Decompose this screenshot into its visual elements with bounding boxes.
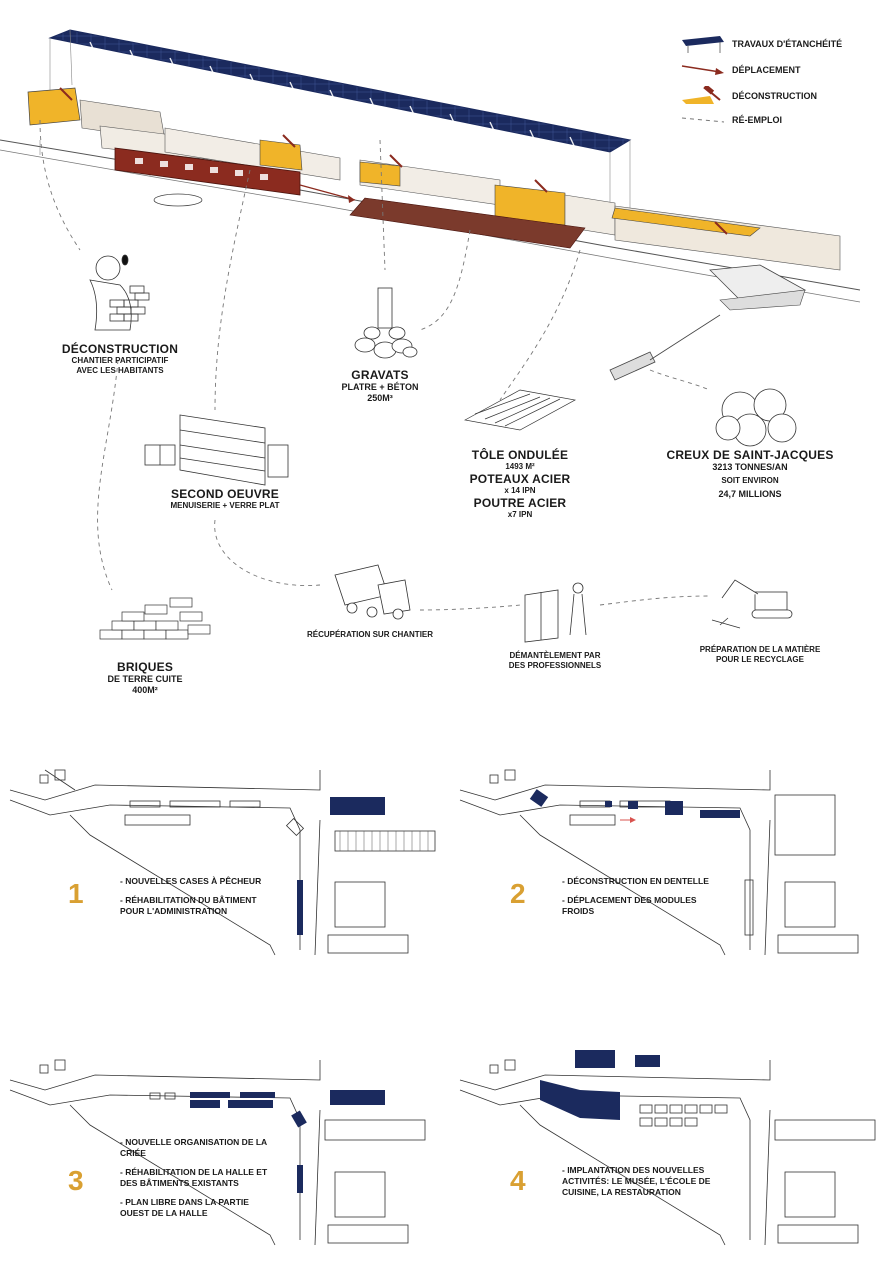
phase-number-1: 1 [68,878,84,909]
gravats-title: GRAVATS [351,368,409,382]
tole-l5: POUTRE ACIER [473,496,567,510]
solar-roof-icon [682,36,724,53]
phase-note: - DÉPLACEMENT DES MODULES FROIDS [562,895,697,916]
phase-notes-2: - DÉCONSTRUCTION EN DENTELLE - DÉPLACEME… [562,876,712,925]
phase-notes-4: - IMPLANTATION DES NOUVELLES ACTIVITÉS: … [562,1165,722,1206]
window-frames-icon [144,414,289,486]
phase-note: - IMPLANTATION DES NOUVELLES ACTIVITÉS: … [562,1165,711,1197]
phase-number-4: 4 [510,1165,526,1196]
tole-l4: x 14 IPN [504,486,536,495]
phase-note: - DÉCONSTRUCTION EN DENTELLE [562,876,709,886]
deconstruction-title: DÉCONSTRUCTION [61,342,179,356]
phase-note: - RÉHABILITATION DU BÂTIMENT POUR L'ADMI… [120,895,257,916]
label-recuperation: RÉCUPÉRATION SUR CHANTIER [300,630,440,640]
deconstruction-sub1: CHANTIER PARTICIPATIF [71,356,169,365]
axonometric-site-drawing [0,29,861,643]
label-demantelement: DÉMANTÈLEMENT PAR DES PROFESSIONNELS [490,651,620,671]
tole-l2: 1493 M² [505,462,535,471]
tole-l6: x7 IPN [507,510,533,519]
legend-label: RÉ-EMPLOI [732,115,783,125]
label-tole: TÔLE ONDULÉE 1493 M² POTEAUX ACIER x 14 … [460,448,580,520]
hall-buildings [164,127,841,271]
displaced-slab [349,197,586,249]
gravats-sub1: PLATRE + BÉTON [341,382,419,392]
legend-label: DÉPLACEMENT [732,65,801,75]
gravats-rubble-icon [354,287,418,359]
saint-jacques-sub3: 24,7 MILLIONS [718,489,782,499]
phase-number-3: 3 [68,1165,84,1196]
phase-plan-2 [459,769,859,956]
dashed-line-icon [681,117,725,123]
preparation-l1: PRÉPARATION DE LA MATIÈRE [699,645,821,654]
label-gravats: GRAVATS PLATRE + BÉTON 250M³ [320,368,440,404]
brick-building [114,147,301,196]
deconstruction-sub2: AVEC LES HABITANTS [76,366,164,375]
phase-note: - NOUVELLES CASES À PÊCHEUR [120,876,262,886]
recuperation-label: RÉCUPÉRATION SUR CHANTIER [306,630,434,639]
brick-pile-icon [99,597,211,640]
label-preparation: PRÉPARATION DE LA MATIÈRE POUR LE RECYCL… [690,645,830,665]
corrugated-sheet-icon [463,389,577,431]
hammer-icon [59,87,728,235]
phase-note: - RÉHABILITATION DE LA HALLE ET DES BÂTI… [120,1167,268,1188]
tole-l3: POTEAUX ACIER [469,472,571,486]
phase-notes-3: - NOUVELLE ORGANISATION DE LA CRIÉE - RÉ… [120,1137,270,1227]
arrow-icon [681,65,724,75]
excavator-icon [711,579,793,629]
second-oeuvre-title: SECOND OEUVRE [171,487,279,501]
preparation-l2: POUR LE RECYCLAGE [715,655,804,664]
phase-plan-1 [9,769,436,956]
legend-item-deconstruction: DÉCONSTRUCTION [680,86,817,106]
saint-jacques-sub2: SOIT ENVIRON [721,476,779,485]
phase-notes-1: - NOUVELLES CASES À PÊCHEUR - RÉHABILITA… [120,876,270,925]
phase-note: - PLAN LIBRE DANS LA PARTIE OUEST DE LA … [120,1197,249,1218]
legend-label: DÉCONSTRUCTION [732,91,817,101]
legend-item-deplacement: DÉPLACEMENT [680,60,801,80]
label-briques: BRIQUES DE TERRE CUITE 400M² [90,660,200,696]
saint-jacques-title: CREUX DE SAINT-JACQUES [666,448,834,462]
solar-canopy [48,29,632,230]
legend-label: TRAVAUX D'ÉTANCHÉITÉ [732,39,843,49]
legend-item-etancheite: TRAVAUX D'ÉTANCHÉITÉ [680,34,842,54]
phase-plan-4 [459,1059,876,1246]
label-second-oeuvre: SECOND OEUVRE MENUISERIE + VERRE PLAT [145,487,305,511]
worker-bricks-icon [89,254,150,331]
worker-dismantling-icon [524,582,587,643]
phase-note: - NOUVELLE ORGANISATION DE LA CRIÉE [120,1137,267,1158]
demantelement-l2: DES PROFESSIONNELS [508,661,602,670]
briques-sub2: 400M² [132,685,158,695]
briques-sub1: DE TERRE CUITE [107,674,183,684]
truck-icon [334,564,411,620]
label-deconstruction: DÉCONSTRUCTION CHANTIER PARTICIPATIF AVE… [40,342,200,376]
hammer-icon [682,86,721,104]
tole-l1: TÔLE ONDULÉE [471,448,569,462]
phase-number-2: 2 [510,878,526,909]
second-oeuvre-sub1: MENUISERIE + VERRE PLAT [170,501,280,510]
briques-title: BRIQUES [116,660,174,674]
label-saint-jacques: CREUX DE SAINT-JACQUES 3213 TONNES/AN SO… [665,448,835,500]
saint-jacques-sub1: 3213 TONNES/AN [712,462,788,472]
demantelement-l1: DÉMANTÈLEMENT PAR [509,651,601,660]
legend-item-reemploi: RÉ-EMPLOI [680,110,782,130]
scallop-shells-icon [715,388,797,447]
gravats-sub2: 250M³ [367,393,393,403]
